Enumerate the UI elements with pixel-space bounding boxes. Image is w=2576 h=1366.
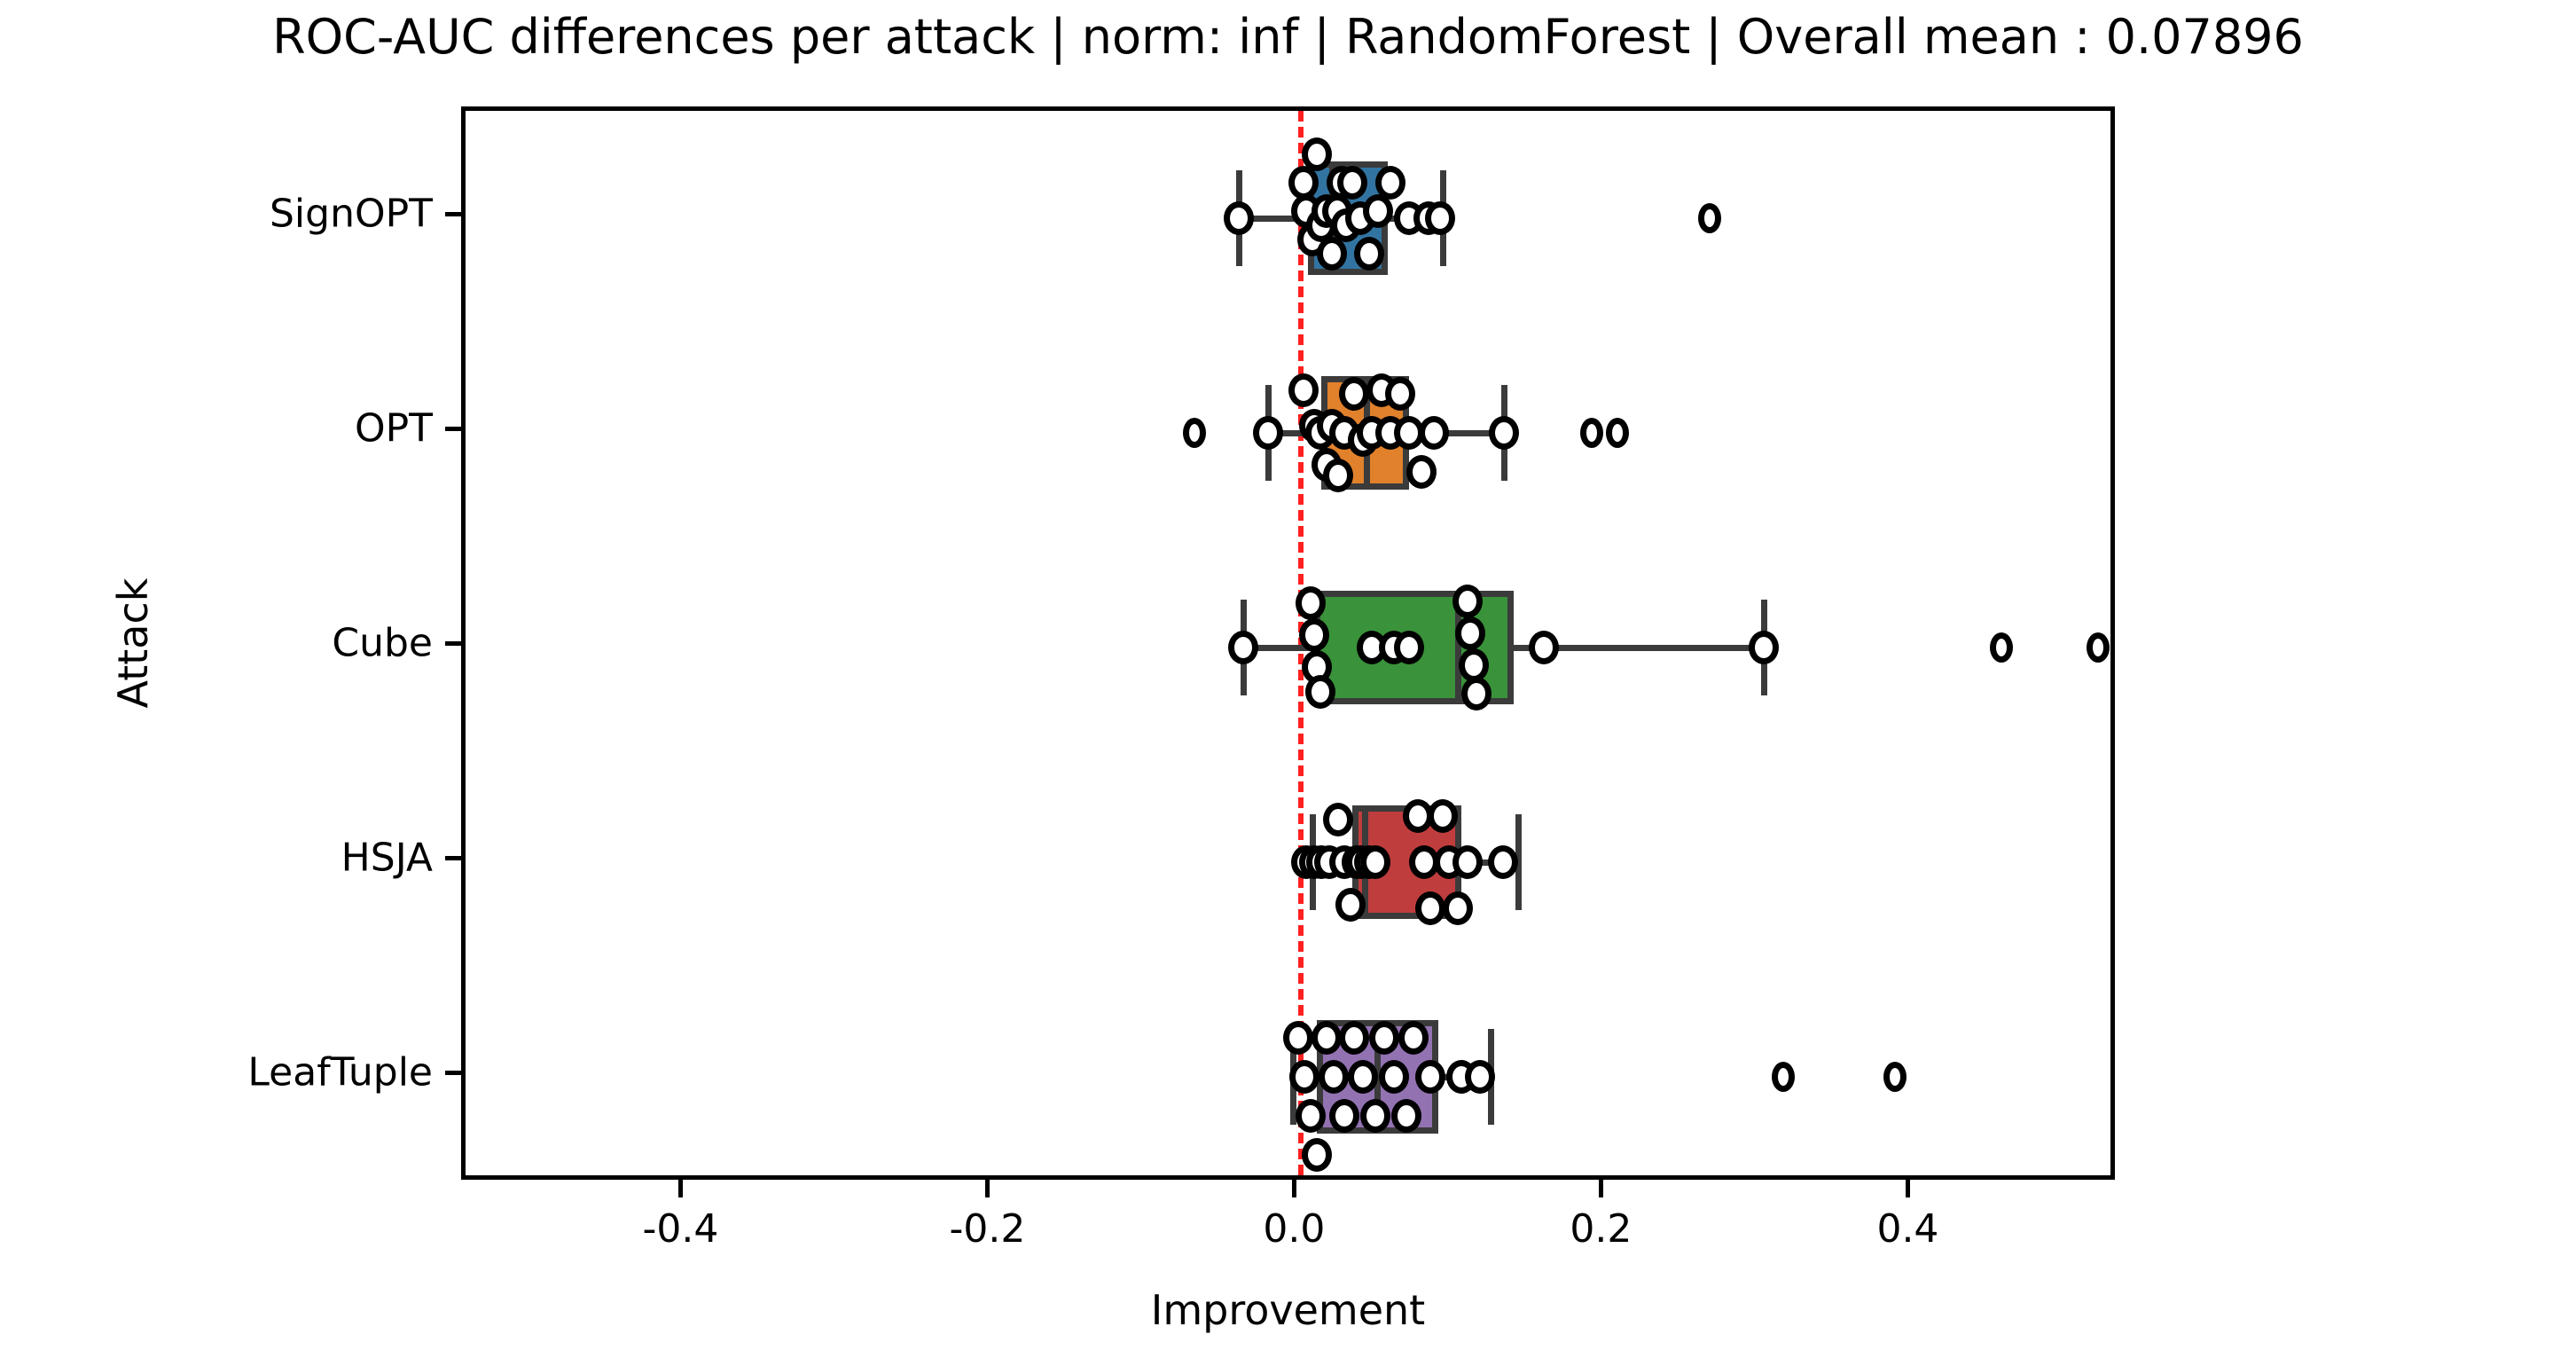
data-point	[1748, 631, 1779, 664]
y-axis-label-wrapper: Attack	[89, 106, 157, 1180]
data-point	[1461, 677, 1492, 710]
data-point	[1378, 1060, 1409, 1094]
data-point	[1443, 891, 1474, 925]
data-point	[1455, 616, 1486, 650]
x-tick-label-1: -0.2	[949, 1206, 1026, 1252]
outlier-point	[1772, 1062, 1796, 1092]
data-point	[1323, 803, 1354, 836]
data-point	[1363, 194, 1394, 228]
x-axis-label: Improvement	[1150, 1286, 1426, 1334]
y-tick-label-hsja: HSJA	[341, 835, 433, 881]
data-point	[1223, 201, 1254, 235]
data-point	[1288, 166, 1319, 200]
data-point	[1384, 377, 1415, 411]
data-point	[1302, 1138, 1333, 1172]
data-point	[1529, 631, 1560, 664]
data-point	[1228, 631, 1259, 664]
x-tick-label-3: 0.2	[1570, 1206, 1633, 1252]
whisker-cap	[1515, 814, 1522, 910]
data-point	[1289, 1060, 1320, 1094]
data-point	[1487, 845, 1518, 879]
data-point	[1489, 416, 1520, 450]
x-tick-label-2: 0.0	[1263, 1206, 1326, 1252]
x-axis-tick	[985, 1180, 990, 1197]
data-point	[1359, 845, 1390, 879]
plot-area	[461, 106, 2115, 1180]
data-point	[1464, 1060, 1495, 1094]
data-point	[1424, 201, 1455, 235]
data-point	[1252, 416, 1283, 450]
data-point	[1398, 1021, 1429, 1055]
x-axis-tick	[1906, 1180, 1911, 1197]
outlier-point	[1989, 632, 2013, 663]
y-axis-tick	[445, 641, 461, 646]
data-point	[1335, 888, 1366, 922]
data-point	[1348, 1060, 1379, 1094]
x-axis-tick	[1599, 1180, 1604, 1197]
outlier-point	[1698, 203, 1722, 233]
data-point	[1323, 459, 1354, 492]
data-point	[1319, 1060, 1350, 1094]
y-tick-label-cube: Cube	[332, 620, 433, 666]
outlier-point	[1579, 418, 1603, 448]
data-point	[1296, 586, 1327, 620]
data-point	[1390, 1099, 1421, 1133]
data-point	[1375, 166, 1406, 200]
outlier-point	[1182, 418, 1206, 448]
outlier-point	[1606, 418, 1630, 448]
data-point	[1415, 891, 1446, 925]
median-line	[1455, 591, 1462, 704]
data-point	[1338, 1021, 1369, 1055]
y-tick-label-signopt: SignOPT	[269, 191, 433, 237]
y-axis-label: Attack	[109, 577, 157, 709]
data-point	[1359, 1099, 1390, 1133]
data-point	[1452, 845, 1483, 879]
y-tick-label-leaftuple: LeafTuple	[247, 1049, 433, 1095]
x-tick-label-0: -0.4	[642, 1206, 719, 1252]
data-point	[1452, 585, 1483, 618]
data-point	[1329, 1099, 1360, 1133]
data-point	[1336, 166, 1367, 200]
data-point	[1298, 618, 1329, 652]
data-point	[1405, 455, 1437, 489]
outlier-point	[1883, 1062, 1907, 1092]
data-point	[1283, 1021, 1314, 1055]
y-axis-tick	[445, 212, 461, 216]
outlier-point	[2086, 632, 2110, 663]
x-axis-tick	[678, 1180, 684, 1197]
chart-title: ROC-AUC differences per attack | norm: i…	[272, 9, 2304, 65]
data-point	[1317, 237, 1348, 271]
y-tick-label-opt: OPT	[354, 405, 433, 451]
y-axis-tick	[445, 427, 461, 431]
y-axis-tick	[445, 1071, 461, 1075]
x-tick-label-4: 0.4	[1876, 1206, 1939, 1252]
data-point	[1296, 1099, 1327, 1133]
x-axis-tick	[1292, 1180, 1297, 1197]
data-point	[1415, 1060, 1446, 1094]
data-point	[1338, 377, 1369, 411]
data-point	[1393, 631, 1424, 664]
data-point	[1428, 799, 1459, 833]
data-point	[1304, 675, 1335, 709]
data-point	[1302, 137, 1333, 171]
y-axis-tick	[445, 856, 461, 860]
data-point	[1369, 1021, 1400, 1055]
data-point	[1354, 237, 1384, 271]
data-point	[1418, 416, 1449, 450]
data-point	[1288, 373, 1319, 407]
data-point	[1311, 1021, 1342, 1055]
